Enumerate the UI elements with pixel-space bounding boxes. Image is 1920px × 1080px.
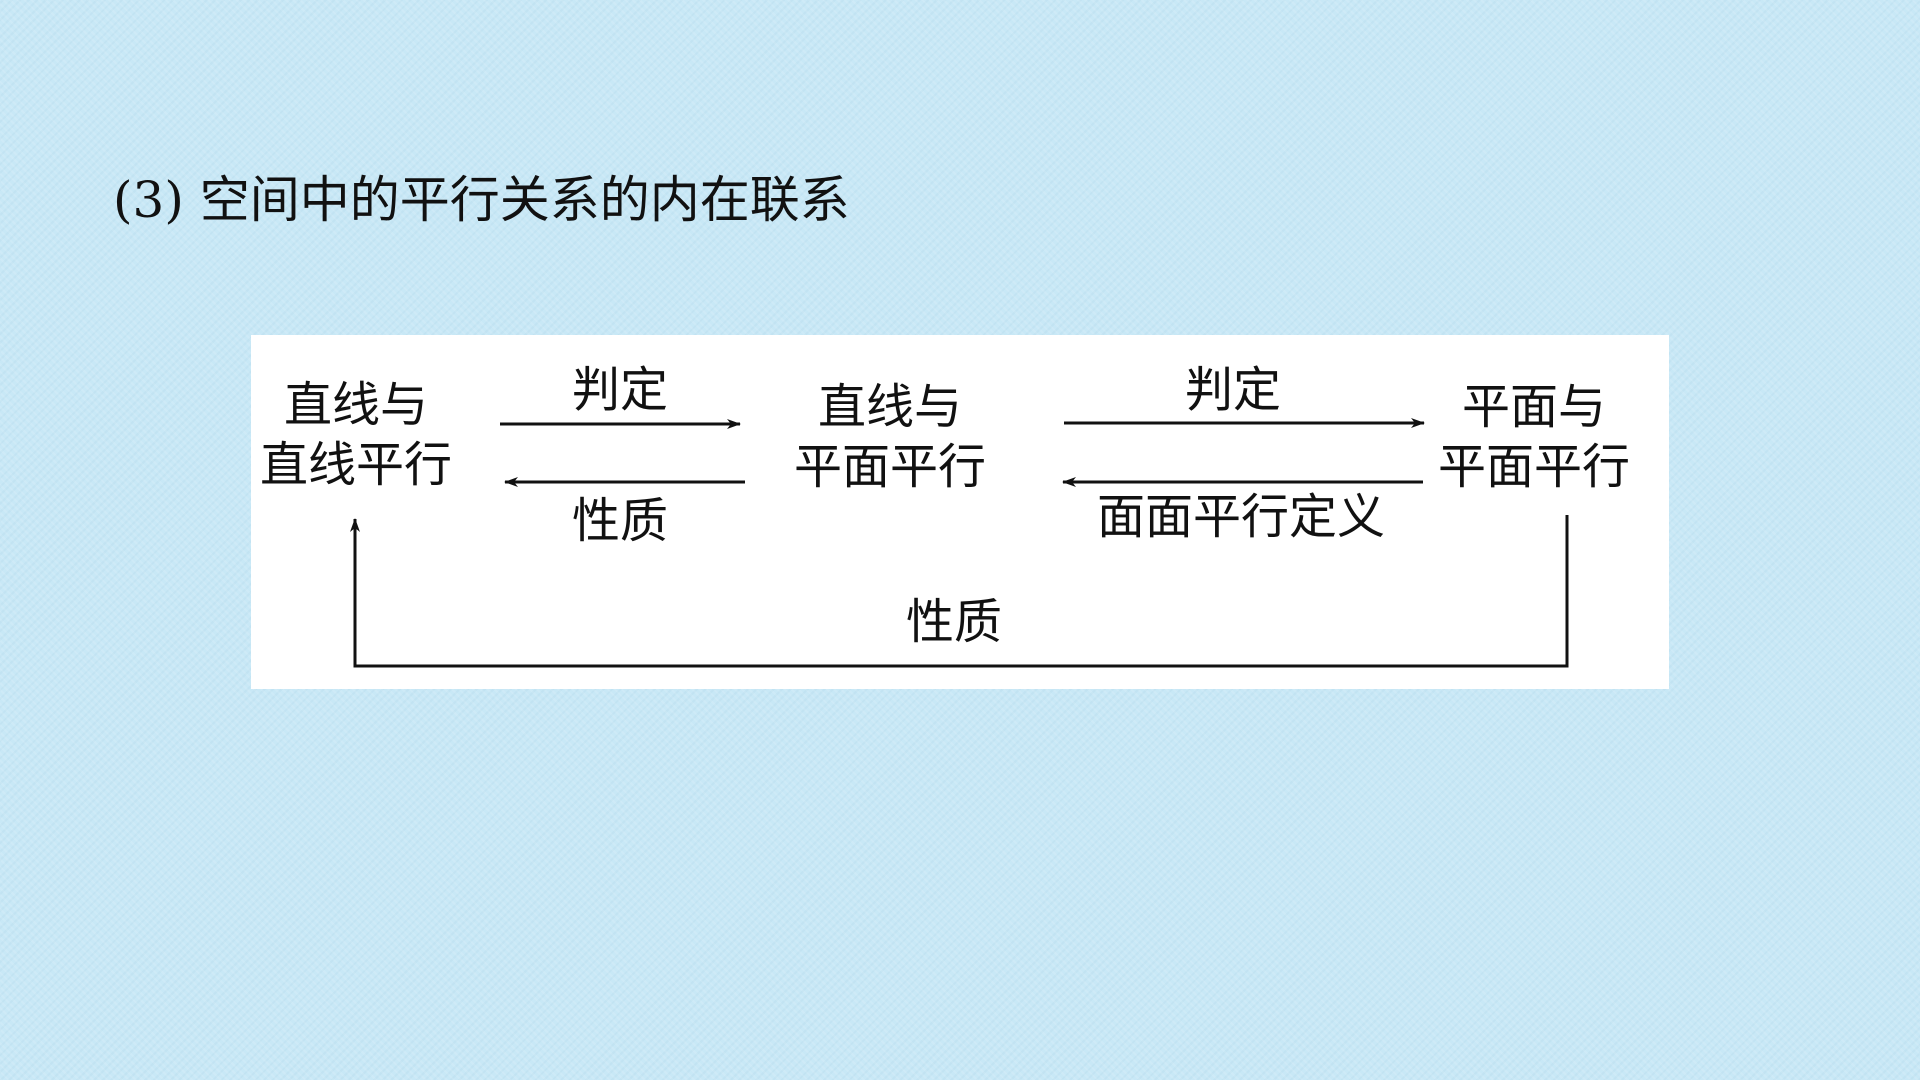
diagram-arrows — [350, 418, 1569, 668]
node-plane-plane-line2: 平面平行 — [1437, 439, 1630, 495]
node-line-line-line2: 直线平行 — [259, 437, 452, 493]
node-line-plane-line2: 平面平行 — [793, 439, 986, 495]
label-pp-to-lp: 面面平行定义 — [1096, 489, 1385, 545]
node-plane-plane-line1: 平面与 — [1461, 379, 1606, 435]
node-line-plane-line1: 直线与 — [817, 379, 962, 435]
node-line-line-line1: 直线与 — [283, 377, 428, 433]
node-line-plane-parallel: 直线与 平面平行 — [785, 377, 995, 497]
label-lp-to-pp: 判定 — [1184, 362, 1281, 418]
label-ll-to-lp: 判定 — [571, 362, 668, 418]
node-plane-plane-parallel: 平面与 平面平行 — [1429, 377, 1639, 497]
label-pp-to-ll: 性质 — [905, 594, 1002, 650]
slide-title: (3) 空间中的平行关系的内在联系 — [113, 171, 850, 229]
arrow-pp-to-ll — [350, 515, 1569, 668]
node-line-line-parallel: 直线与 直线平行 — [251, 375, 461, 495]
label-lp-to-ll: 性质 — [571, 493, 668, 549]
diagram-panel: 直线与 直线平行 直线与 平面平行 平面与 平面平行 判定 性质 判定 面面平行… — [251, 335, 1669, 689]
